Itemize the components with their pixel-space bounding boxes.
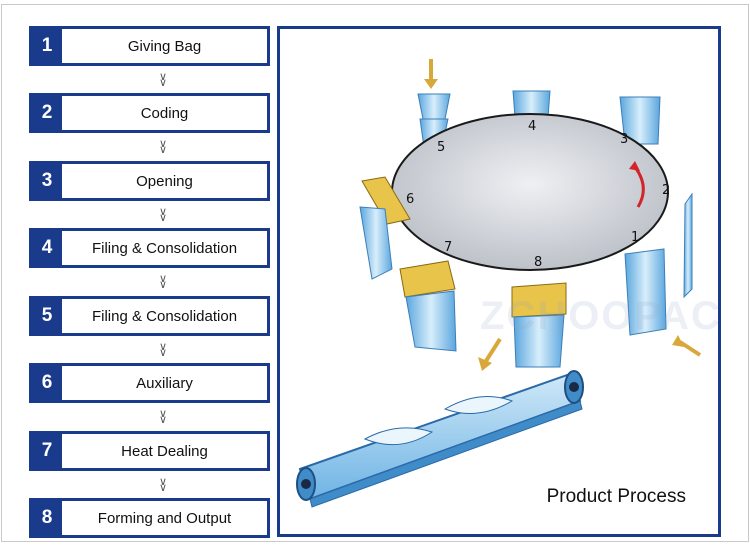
side-in-arrowhead-icon	[672, 335, 684, 347]
side-in-arrow-icon	[678, 340, 702, 357]
station-number-5: 5	[437, 140, 445, 155]
step-8: 8 Forming and Output	[29, 498, 270, 538]
step-number: 6	[32, 366, 62, 400]
chevron-down-icon: ∨∨	[158, 476, 168, 494]
process-diagram: 1 2 3 4 5 6 7 8	[277, 26, 721, 537]
bag-5	[417, 93, 451, 120]
step-label: Coding	[140, 104, 189, 122]
output-arrowhead-icon	[478, 357, 492, 371]
step-label: Heat Dealing	[121, 442, 208, 460]
conveyor-belt	[298, 372, 582, 501]
step-label: Forming and Output	[97, 509, 232, 527]
step-number: 3	[32, 164, 62, 198]
chevron-down-icon: ∨∨	[158, 138, 168, 156]
process-step-list: 1 Giving Bag ∨∨ 2 Coding ∨∨ 3 Opening ∨∨…	[0, 0, 275, 545]
step-3: 3 Opening	[29, 161, 270, 201]
chevron-down-icon: ∨∨	[158, 408, 168, 426]
step-number: 7	[32, 434, 62, 468]
roller-hub-right	[569, 382, 579, 392]
station-number-2: 2	[662, 183, 670, 198]
step-label: Giving Bag	[127, 37, 202, 55]
step-number: 5	[32, 299, 62, 333]
clamp-7	[399, 260, 456, 298]
page-frame	[1, 4, 749, 542]
step-4: 4 Filing & Consolidation	[29, 228, 270, 268]
clamp-8	[511, 282, 567, 318]
rotary-machine-illustration: 1 2 3 4 5 6 7 8	[296, 59, 702, 508]
conveyor-side	[309, 400, 583, 508]
step-label: Auxiliary	[136, 374, 193, 392]
step-6: 6 Auxiliary	[29, 363, 270, 403]
bag-1	[624, 248, 667, 336]
roller-hub-left	[301, 479, 311, 489]
step-5: 5 Filing & Consolidation	[29, 296, 270, 336]
station-number-7: 7	[444, 240, 452, 255]
step-7: 7 Heat Dealing	[29, 431, 270, 471]
bag-7	[405, 290, 457, 352]
watermark-logo: ZCHOOPACK	[480, 294, 721, 338]
bag-in-arrowhead-icon	[424, 79, 438, 89]
station-number-1: 1	[631, 230, 639, 245]
station-number-4: 4	[528, 119, 536, 134]
station-number-6: 6	[406, 192, 414, 207]
rotation-arrowhead-icon	[629, 161, 640, 171]
chevron-down-icon: ∨∨	[158, 71, 168, 89]
bag-3	[619, 96, 661, 145]
pouch-on-belt-1	[443, 396, 514, 414]
chevron-down-icon: ∨∨	[158, 341, 168, 359]
step-number: 4	[32, 231, 62, 265]
bag-6	[359, 206, 393, 280]
step-number: 2	[32, 96, 62, 130]
bag-8	[513, 314, 565, 368]
output-arrow-icon	[484, 337, 502, 363]
step-2: 2 Coding	[29, 93, 270, 133]
bag-2	[683, 192, 693, 299]
step-label: Filing & Consolidation	[91, 307, 238, 325]
step-label: Opening	[136, 172, 193, 190]
chevron-down-icon: ∨∨	[158, 206, 168, 224]
chevron-down-icon: ∨∨	[158, 273, 168, 291]
step-1: 1 Giving Bag	[29, 26, 270, 66]
station-number-8: 8	[534, 255, 542, 270]
step-number: 8	[32, 501, 62, 535]
step-number: 1	[32, 29, 62, 63]
step-label: Filing & Consolidation	[91, 239, 238, 257]
station-number-3: 3	[620, 132, 628, 147]
pouch-on-belt-2	[363, 427, 434, 446]
diagram-title: Product Process	[546, 486, 686, 507]
